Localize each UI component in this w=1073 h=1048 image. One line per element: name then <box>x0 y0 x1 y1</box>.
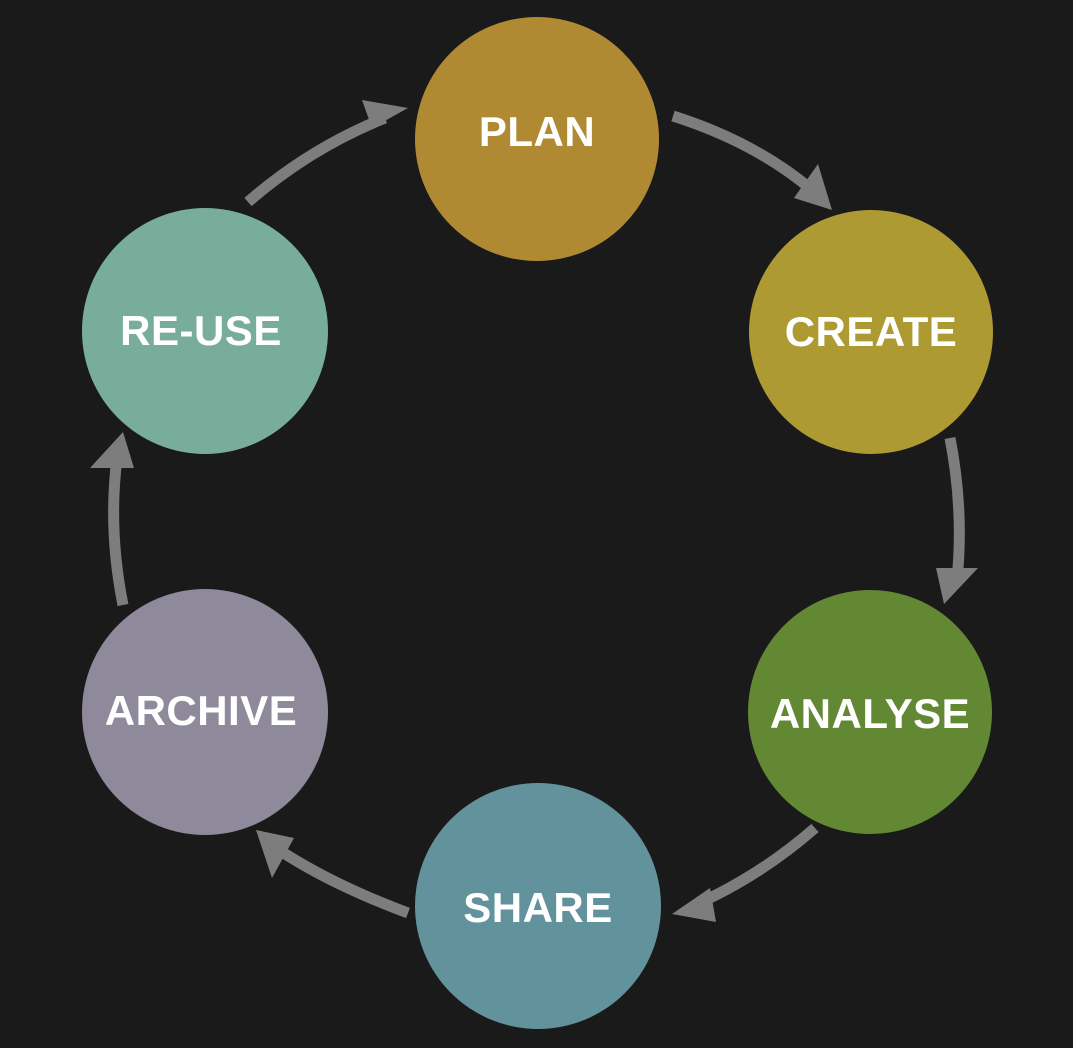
edge-line <box>671 110 816 195</box>
node-label-create: CREATE <box>785 308 958 355</box>
node-label-archive: ARCHIVE <box>105 687 298 734</box>
node-label-plan: PLAN <box>479 108 595 155</box>
arrowhead-icon <box>794 164 832 210</box>
node-reuse: RE-USE <box>82 208 328 454</box>
edge-share-archive <box>256 830 410 919</box>
node-label-share: SHARE <box>463 884 613 931</box>
edge-archive-reuse <box>90 432 134 607</box>
arrowhead-icon <box>90 432 134 468</box>
arrowhead-icon <box>362 100 408 128</box>
node-plan: PLAN <box>415 17 659 261</box>
edge-reuse-plan <box>244 100 408 207</box>
node-circle <box>749 210 993 454</box>
arrowhead-icon <box>672 888 716 922</box>
node-share: SHARE <box>415 783 661 1029</box>
node-label-reuse: RE-USE <box>120 307 282 354</box>
edge-create-analyse <box>936 436 978 604</box>
node-circle <box>82 208 328 454</box>
node-circle <box>415 783 661 1029</box>
node-create: CREATE <box>749 210 993 454</box>
node-circle <box>82 589 328 835</box>
edge-line <box>108 457 129 607</box>
edge-analyse-share <box>672 823 819 922</box>
edge-line <box>244 112 388 207</box>
node-circle <box>748 590 992 834</box>
node-circle <box>415 17 659 261</box>
node-analyse: ANALYSE <box>748 590 992 834</box>
node-label-analyse: ANALYSE <box>770 690 970 737</box>
edge-line <box>944 436 965 581</box>
edge-plan-create <box>671 110 832 210</box>
arrowhead-icon <box>936 568 978 604</box>
edge-line <box>272 843 410 919</box>
node-archive: ARCHIVE <box>82 589 328 835</box>
arrowhead-icon <box>256 830 294 878</box>
